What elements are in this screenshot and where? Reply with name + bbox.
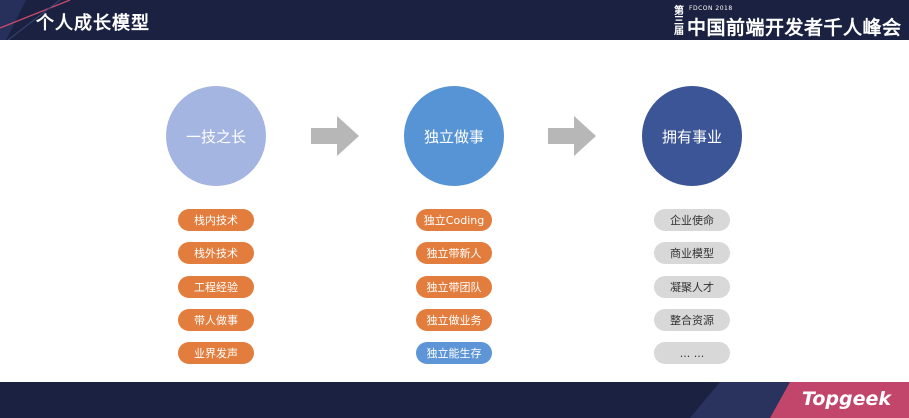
skill-pill: 独立带新人 [416,242,492,264]
skill-pill: 凝聚人才 [654,276,730,298]
conference-name: 中国前端开发者千人峰会 [687,17,902,39]
stage-circle-1: 一技之长 [166,86,266,186]
conference-edition: 第三届 [674,6,684,37]
skill-pill: 栈内技术 [178,209,254,231]
right-arrow-icon [311,116,359,156]
header-bar: 个人成长模型 第三届 FDCON 2018 中国前端开发者千人峰会 [0,0,909,40]
skill-pill: 整合资源 [654,309,730,331]
skill-pill: 独立Coding [416,209,492,231]
conference-subtitle: FDCON 2018 [689,5,733,12]
stage-circle-2: 独立做事 [404,86,504,186]
footer-bar: Topgeek [0,382,909,418]
topgeek-logo: Topgeek [801,388,891,410]
skill-pill: 工程经验 [178,276,254,298]
slide-title: 个人成长模型 [36,13,150,34]
right-arrow-icon [548,116,596,156]
skill-pill: 独立带团队 [416,276,492,298]
footer-decoration [690,382,909,418]
skill-pill: ... ... [654,342,730,364]
conference-logo: 第三届 FDCON 2018 中国前端开发者千人峰会 [673,5,901,39]
skill-pill: 独立做业务 [416,309,492,331]
stage-circle-3: 拥有事业 [642,86,742,186]
skill-pill: 商业模型 [654,242,730,264]
skill-pill: 业界发声 [178,342,254,364]
skill-pill: 栈外技术 [178,242,254,264]
skill-pill: 带人做事 [178,309,254,331]
skill-pill: 企业使命 [654,209,730,231]
skill-pill: 独立能生存 [416,342,492,364]
header-decoration [0,0,71,40]
